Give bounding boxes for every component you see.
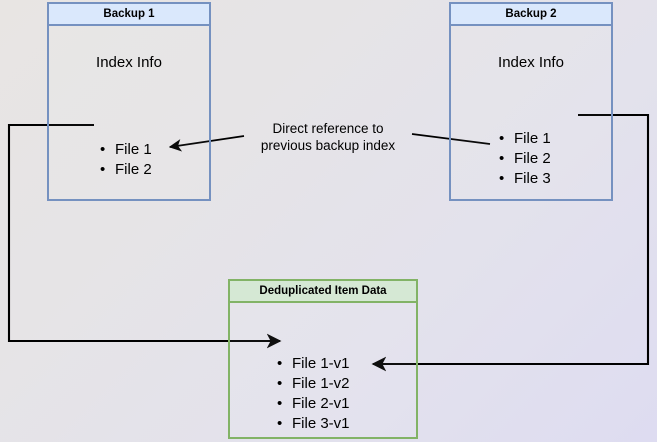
direct-reference-label-line-1: Direct reference to bbox=[272, 121, 384, 136]
backup-2-index-info-label: Index Info bbox=[498, 54, 564, 71]
direct-reference-label: Direct reference to previous backup inde… bbox=[248, 120, 408, 154]
list-item: File 1 bbox=[499, 129, 551, 149]
list-item: File 2-v1 bbox=[277, 394, 350, 414]
backup-1-file-list: File 1 File 2 bbox=[100, 140, 152, 180]
list-item: File 1 bbox=[100, 140, 152, 160]
list-item: File 2 bbox=[100, 160, 152, 180]
list-item: File 1-v2 bbox=[277, 374, 350, 394]
backup-1-body: Index Info File 1 File 2 bbox=[49, 26, 209, 199]
direct-reference-label-line-2: previous backup index bbox=[260, 138, 396, 153]
dedup-body: File 1-v1 File 1-v2 File 2-v1 File 3-v1 bbox=[230, 303, 416, 437]
list-item: File 3-v1 bbox=[277, 414, 350, 434]
backup-2-node[interactable]: Backup 2 Index Info File 1 File 2 File 3 bbox=[449, 2, 613, 201]
backup-2-file-list: File 1 File 2 File 3 bbox=[499, 129, 551, 189]
list-item: File 1-v1 bbox=[277, 354, 350, 374]
backup-2-body: Index Info File 1 File 2 File 3 bbox=[451, 26, 611, 199]
dedup-file-list: File 1-v1 File 1-v2 File 2-v1 File 3-v1 bbox=[277, 354, 350, 434]
list-item: File 2 bbox=[499, 149, 551, 169]
deduplicated-item-data-node[interactable]: Deduplicated Item Data File 1-v1 File 1-… bbox=[228, 279, 418, 439]
backup-1-node[interactable]: Backup 1 Index Info File 1 File 2 bbox=[47, 2, 211, 201]
backup-2-header: Backup 2 bbox=[451, 4, 611, 26]
backup-1-header: Backup 1 bbox=[49, 4, 209, 26]
backup-1-index-info-label: Index Info bbox=[96, 54, 162, 71]
dedup-header: Deduplicated Item Data bbox=[230, 281, 416, 303]
list-item: File 3 bbox=[499, 169, 551, 189]
